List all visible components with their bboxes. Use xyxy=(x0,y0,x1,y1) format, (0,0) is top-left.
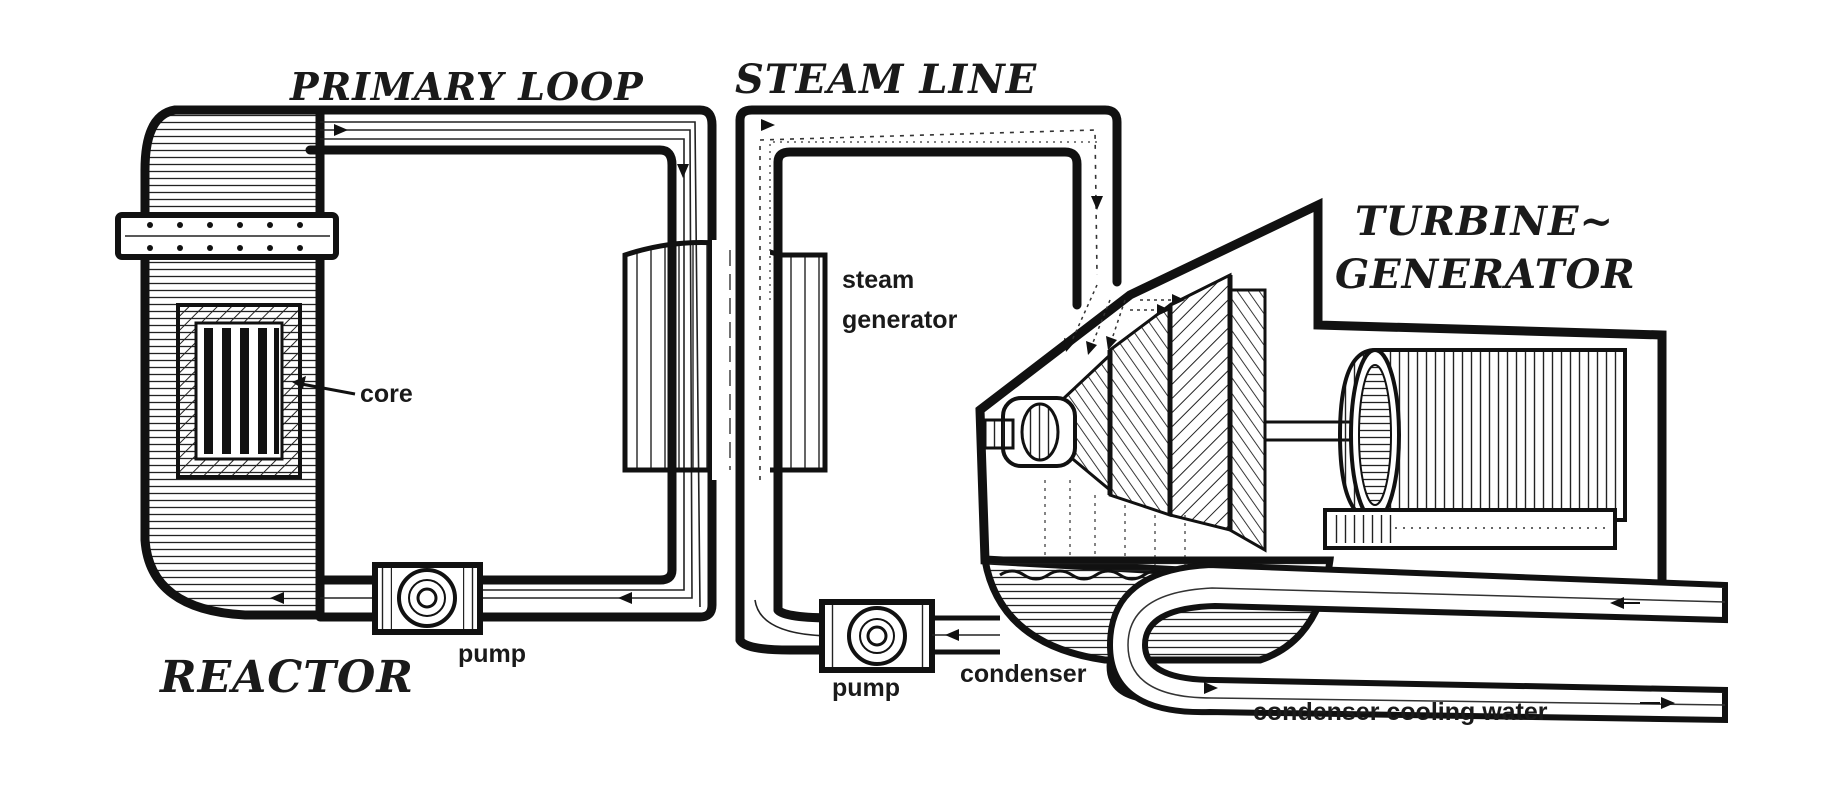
primary-loop-title: PRIMARY LOOP xyxy=(289,64,644,109)
steam-generator-label-line1: steam xyxy=(842,266,914,294)
generator xyxy=(1323,348,1627,550)
flow-arrow xyxy=(945,629,959,641)
core-label: core xyxy=(360,380,413,408)
cooling-water-label: condenser cooling water xyxy=(1253,698,1548,726)
flow-arrow xyxy=(761,119,775,131)
primary-pump-label: pump xyxy=(458,640,526,668)
reactor-core xyxy=(176,303,302,479)
steam-generator xyxy=(622,240,828,480)
reactor-title: REACTOR xyxy=(158,652,414,703)
secondary-pump xyxy=(819,599,935,673)
flow-arrow xyxy=(1610,597,1624,609)
flange-bolts xyxy=(147,222,303,251)
turbine-title-line1: TURBINE~ xyxy=(1355,198,1614,245)
steam-line-pipe xyxy=(735,105,1122,655)
condenser-label: condenser xyxy=(960,660,1087,688)
steam-generator-label-line2: generator xyxy=(842,306,958,334)
turbine-title-line2: GENERATOR xyxy=(1335,251,1636,298)
flow-arrow xyxy=(618,592,632,604)
flow-arrow xyxy=(334,124,348,136)
feedwater-pipe xyxy=(932,615,1000,655)
steam-flow-arrows xyxy=(1044,284,1186,565)
flow-arrow xyxy=(677,164,689,178)
flow-arrow xyxy=(1204,682,1218,694)
turbine-rotor xyxy=(983,272,1357,553)
core-pointer-arrow xyxy=(292,376,356,396)
cooling-water-pipe xyxy=(1106,561,1728,724)
flow-arrow xyxy=(270,592,284,604)
primary-pump xyxy=(372,562,483,635)
flow-arrow xyxy=(1661,697,1675,709)
secondary-pump-label: pump xyxy=(832,674,900,702)
flow-arrow xyxy=(1091,196,1103,210)
steam-line-title: STEAM LINE xyxy=(735,56,1037,103)
